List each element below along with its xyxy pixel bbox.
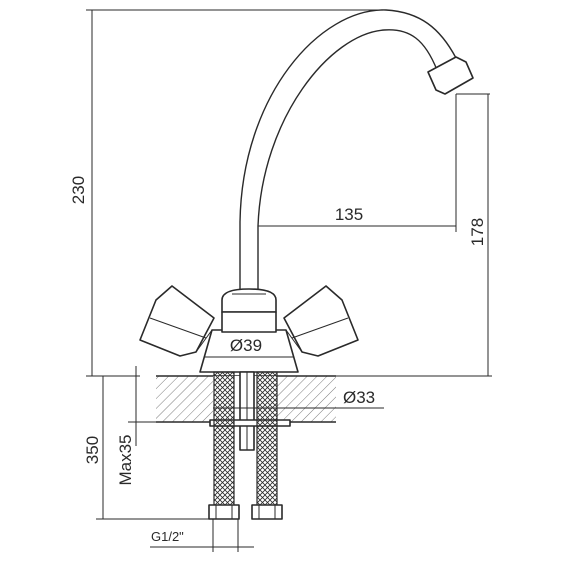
dimension-body-diameter: Ø39	[204, 336, 294, 358]
spout	[239, 9, 474, 298]
right-handle	[283, 285, 359, 357]
dimension-spout-height: 178	[336, 93, 492, 377]
dimension-max-mount: Max35	[116, 366, 156, 486]
right-hose	[251, 371, 283, 520]
max-mount-label: Max35	[116, 434, 135, 485]
dimension-hole-diameter: Ø33	[213, 388, 384, 409]
body-diameter-label: Ø39	[230, 336, 262, 355]
dimension-thread: G1/2"	[150, 519, 254, 552]
thread-label: G1/2"	[151, 529, 184, 544]
aerator	[427, 56, 474, 95]
dimension-reach: 135	[258, 205, 456, 227]
mounting-stud	[209, 371, 291, 451]
left-hose	[208, 371, 240, 520]
dimension-overall-height: 230	[69, 9, 386, 377]
dimension-hose-length: 350	[83, 376, 210, 520]
faucet-body	[199, 288, 299, 373]
overall-height-label: 230	[69, 176, 88, 204]
spout-height-label: 178	[468, 218, 487, 246]
left-handle	[139, 285, 215, 357]
reach-label: 135	[335, 205, 363, 224]
hole-diameter-label: Ø33	[343, 388, 375, 407]
hose-length-label: 350	[83, 436, 102, 464]
